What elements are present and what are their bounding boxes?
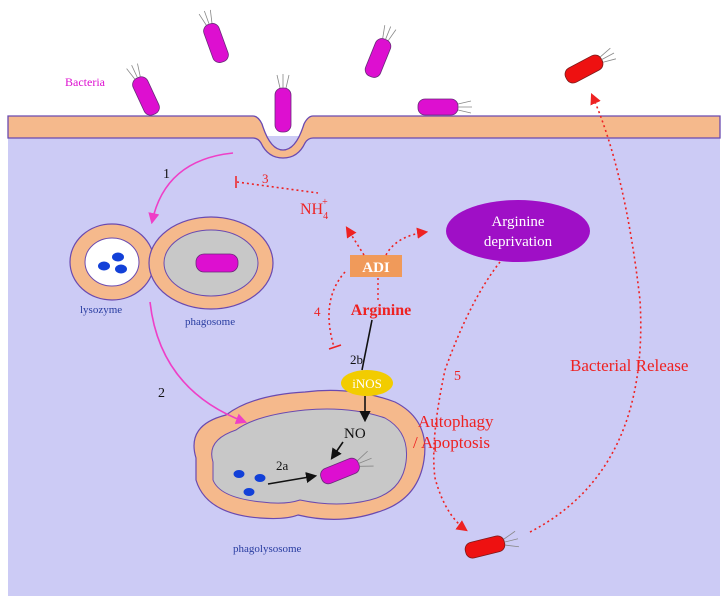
arginine-to-inos-line (361, 319, 373, 371)
step-4-label: 4 (314, 304, 321, 319)
lysozyme-label: lysozyme (80, 304, 122, 316)
bacteria-label: Bacteria (65, 75, 106, 89)
inhibit-line-step-4 (328, 271, 346, 348)
arginine-deprivation-line1: Arginine (491, 214, 544, 230)
arrow-step-2 (149, 301, 248, 425)
adi-to-deprivation-arrow (385, 227, 429, 256)
arrow-step-2a (267, 471, 318, 485)
lysozyme-vesicle (69, 223, 155, 301)
bacterium-released-bottom (464, 530, 520, 559)
apoptosis-label: / Apoptosis (413, 433, 490, 452)
arginine-deprivation-line2: deprivation (484, 234, 553, 250)
arginine-label: Arginine (351, 302, 411, 319)
adi-to-nh4-arrow (345, 226, 365, 256)
bacterium-outside-1 (198, 9, 229, 63)
bacterium-released-top (564, 47, 617, 84)
bacterium-phagosome (195, 253, 239, 273)
phagosome-label: phagosome (185, 316, 235, 328)
step-2b-label: 2b (350, 352, 363, 367)
inhibit-bar-step-4 (328, 344, 342, 350)
inos-oval (341, 370, 393, 396)
adi-label: ADI (362, 260, 390, 276)
arginine-deprivation-oval (446, 200, 590, 262)
step-1-label: 1 (163, 167, 170, 182)
inhibit-line-step-3 (236, 181, 319, 194)
bacterium-outside-4 (417, 98, 472, 116)
step-5-label: 5 (454, 369, 461, 384)
bacterium-outside-3 (126, 63, 160, 116)
no-to-bacterium-arrow (330, 441, 344, 460)
phagosome (148, 216, 274, 310)
bacterial-release-label: Bacterial Release (570, 356, 688, 375)
bacterium-entering (274, 74, 292, 133)
phagolysosome (193, 389, 426, 520)
cell-membrane (7, 115, 721, 159)
phagolysosome-label: phagolysosome (233, 543, 302, 555)
autophagy-label: Autophagy (418, 412, 494, 431)
bacterium-outside-2 (364, 25, 397, 78)
inos-label: iNOS (352, 376, 382, 391)
step-2a-label: 2a (276, 458, 289, 473)
arrow-step-5 (432, 261, 501, 532)
step-3-label: 3 (262, 171, 269, 186)
step-2-label: 2 (158, 386, 165, 401)
cytoplasm (8, 136, 720, 596)
arrow-step-1 (148, 152, 234, 225)
adi-box (350, 255, 402, 277)
nh4-label: NH4+ (300, 197, 328, 222)
no-label: NO (344, 426, 366, 442)
bacterium-phagolysosome (320, 450, 374, 485)
